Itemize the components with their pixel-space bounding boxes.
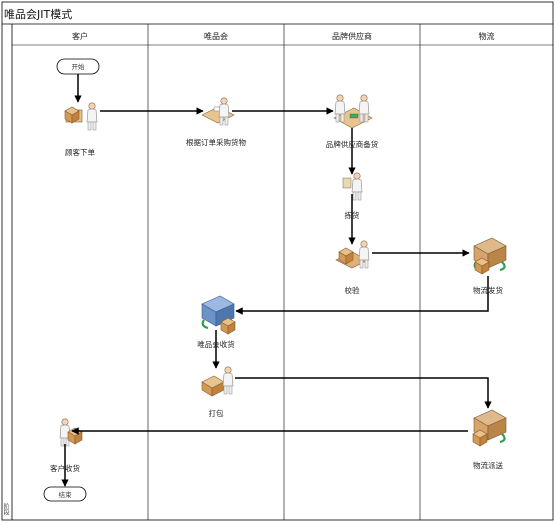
end-terminal-label: 结束 [58,491,72,499]
node-label-pack: 打包 [208,409,224,418]
lane-header-customer: 客户 [72,32,88,41]
node-label-verify: 校验 [344,286,360,295]
node-label-customer-receive: 客户收货 [50,464,80,473]
edge-ship-to-vip-receive [235,276,489,315]
node-label-supplier-prepare: 品牌供应商备货 [325,140,379,149]
node-icon-customer-order [64,102,98,131]
node-label-customer-order: 顾客下单 [65,148,95,157]
node-label-vip-receive: 唯品会收货 [197,340,235,349]
lane-header-vip: 唯品会 [204,32,228,41]
node-icon-vip-receive [200,294,236,335]
start-terminal-label: 开始 [71,63,85,71]
end-terminal [43,486,87,502]
lane-header-supplier: 品牌供应商 [332,32,372,41]
node-icon-logistics-deliver [472,408,508,447]
diagram-title: 唯品会JIT模式 [4,8,73,21]
node-icon-customer-receive [59,418,83,447]
node-icon-pack [201,366,234,397]
node-icon-picking [342,172,363,201]
node-icon-purchase [201,97,235,126]
edge-pack-to-deliver [235,377,492,409]
node-label-logistics-ship: 物流发货 [473,286,503,295]
node-label-purchase: 根据订单采购货物 [186,138,246,147]
node-icon-supplier-prepare [333,94,373,129]
node-label-picking: 拣货 [344,211,360,220]
node-icon-logistics-ship [472,236,508,275]
phase-label: 阶段 [2,503,9,515]
lane-header-logistics: 物流 [478,32,495,41]
node-label-logistics-deliver: 物流派送 [473,461,503,470]
node-icon-verify [335,240,370,269]
